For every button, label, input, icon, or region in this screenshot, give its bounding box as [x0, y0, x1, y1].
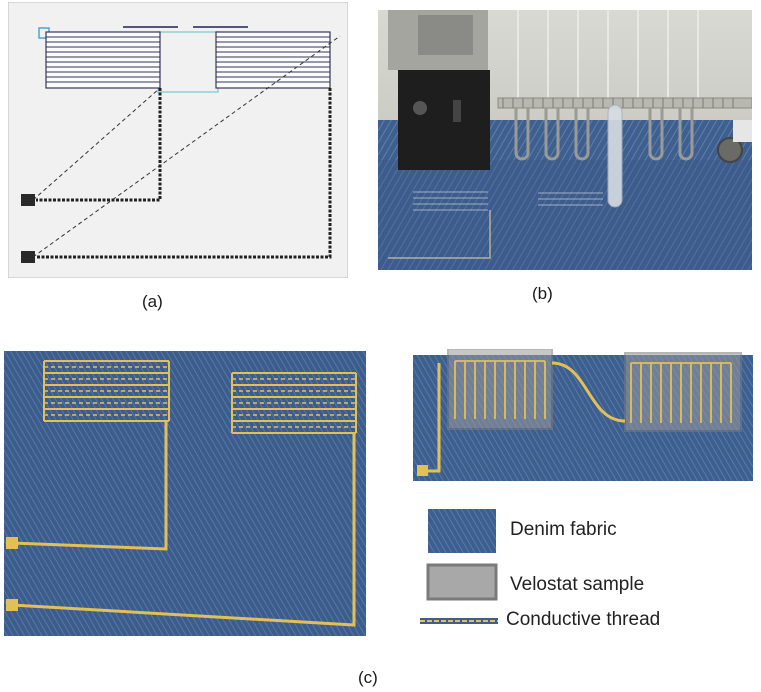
panel-b-machine-photo — [378, 10, 752, 270]
panel-a-design-canvas — [8, 2, 348, 278]
right-electrode-pattern — [215, 31, 331, 89]
terminal-block-bottom — [21, 251, 35, 263]
trace-right — [36, 88, 332, 259]
legend-denim-swatch — [428, 509, 496, 553]
machine-presser-head — [398, 70, 490, 170]
terminal-block-top — [21, 194, 35, 206]
legend-label-thread: Conductive thread — [506, 609, 661, 630]
legend-label-velostat: Velostat sample — [510, 574, 645, 595]
conductive-trace-right — [11, 433, 356, 627]
panel-c-sensor-photo — [4, 351, 366, 636]
terminal — [417, 465, 428, 476]
embroidery-machine-illustration — [378, 10, 752, 270]
right-electrode-stitches — [231, 372, 357, 434]
embroidery-design-drawing — [8, 2, 348, 278]
connecting-trace — [551, 361, 626, 423]
clamp-bracket — [733, 120, 752, 142]
terminal-left — [6, 537, 18, 549]
legend-velostat-swatch — [426, 563, 498, 601]
conductive-trace-left — [11, 421, 168, 551]
velostat-sample-right — [624, 352, 742, 432]
legend-label-denim: Denim fabric — [510, 519, 617, 540]
spring-rail — [497, 97, 752, 109]
left-electrode-pattern — [45, 31, 161, 89]
jump-stitch-line — [32, 87, 161, 201]
caption-c: (c) — [358, 668, 378, 687]
terminal-right — [6, 599, 18, 611]
electrode-stitches-right — [630, 362, 732, 423]
caption-b: (b) — [532, 284, 553, 303]
stitched-sensor-illustration — [4, 351, 366, 636]
stitched-trace-faint — [388, 210, 491, 259]
head-screw — [413, 101, 427, 115]
denim-fabric-background — [4, 351, 366, 636]
electrode-stitches-left — [454, 360, 546, 419]
needle-tube — [607, 104, 623, 208]
legend-swatches — [420, 509, 498, 624]
panel-c-velostat-photo — [413, 349, 753, 487]
lead-trace — [425, 363, 441, 473]
jump-stitch-line — [32, 35, 341, 258]
caption-a: (a) — [142, 292, 163, 311]
legend: Denim fabric Velostat sample Conductive … — [418, 505, 753, 635]
velostat-sensor-illustration — [413, 349, 753, 487]
clamp-knob — [717, 137, 743, 163]
trace-left — [36, 88, 162, 202]
left-electrode-stitches — [43, 360, 170, 422]
